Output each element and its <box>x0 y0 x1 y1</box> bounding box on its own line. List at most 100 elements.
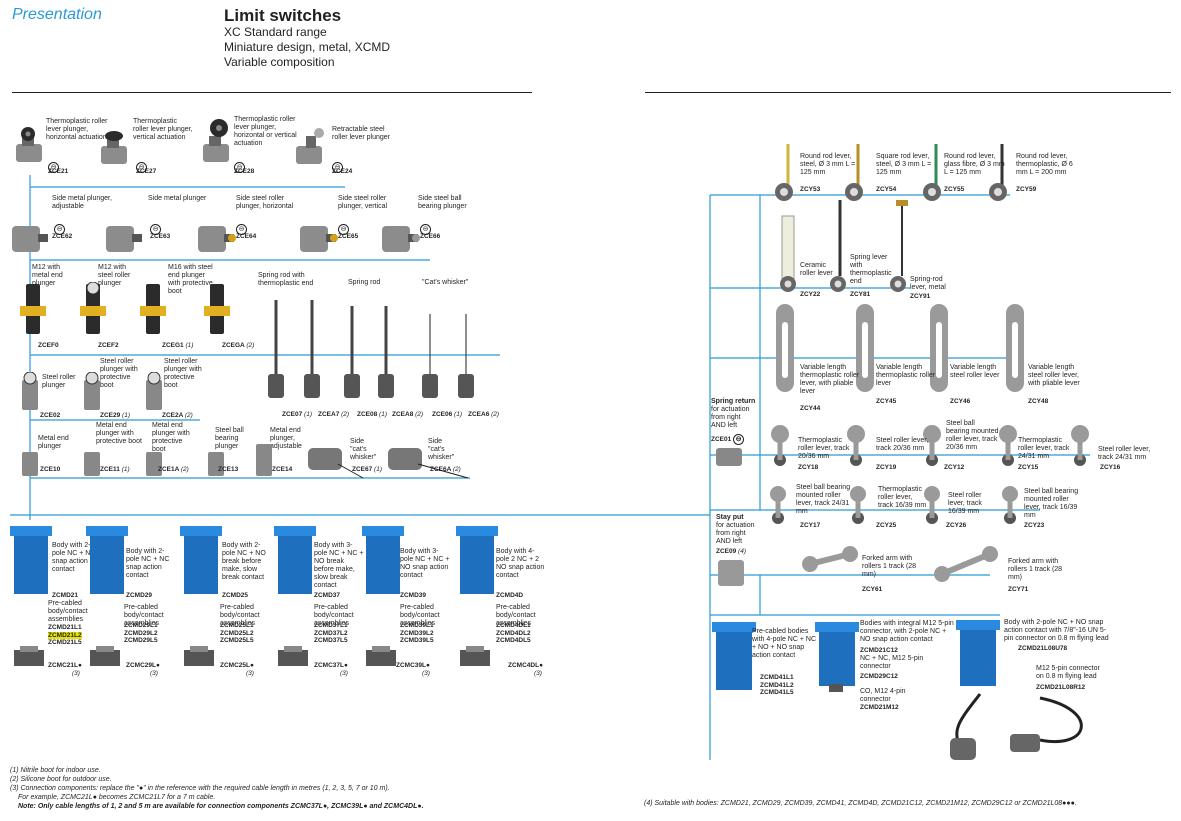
arrow-icon: ⊖ <box>48 156 59 174</box>
lever-zcy45-ref: ZCY45 <box>876 398 897 405</box>
head-zce11-ref: ZCE11 (1) <box>100 466 130 473</box>
spring-label-2: Spring rod <box>348 279 381 286</box>
head-zce64-label: Side steel roller plunger, horizontal <box>236 195 294 210</box>
lever-zcy19-ref: ZCY19 <box>876 464 897 471</box>
body-zcmd4d: Body with 4-pole 2 NC + 2 NO snap action… <box>454 522 554 682</box>
pre-cabled-label: Pre-cabled body/contact assemblies <box>220 604 260 627</box>
spring-ref-zce08: ZCE08 (1) <box>357 411 387 418</box>
spring-return-title: Spring return <box>711 398 756 405</box>
head-zce14-label: Metal end plunger, adjustable <box>270 427 302 450</box>
lever-zcy55-ref: ZCY55 <box>944 186 965 193</box>
arrow-icon: ⊖ <box>332 156 343 174</box>
right-body-zcmd21m12-ref: ZCMD21M12 <box>860 704 899 711</box>
body-ref: ZCMD37 <box>314 592 341 599</box>
lever-zcy15-ref: ZCY15 <box>1018 464 1039 471</box>
connector-note: (3) <box>246 670 254 677</box>
pre-cabled-label: Pre-cabled body/contact assemblies <box>124 604 164 627</box>
levers-top-images <box>775 144 1007 201</box>
footnote-3-example: For example, ZCMC21L● becomes ZCMC21L7 f… <box>18 794 216 801</box>
pre-cabled-label: Pre-cabled body/contact assemblies <box>48 600 88 623</box>
connector-note: (3) <box>422 670 430 677</box>
head-zce63-ref: ZCE63 <box>150 233 171 240</box>
arrow-icon: ⊖ <box>236 218 247 236</box>
spring-return-image <box>716 448 742 466</box>
right-body-zcmd29c12-desc: NC + NC, M12 5-pin connector <box>860 655 924 670</box>
spring-label-1: Spring rod with thermoplastic end <box>258 272 314 287</box>
lever-zcy16-label: Steel roller lever, track 24/31 mm <box>1098 446 1151 461</box>
right-body-zcmd21l08u78-ref: ZCMD21L08U78 <box>1018 645 1068 652</box>
forked-zcy61-ref: ZCY61 <box>862 586 883 593</box>
head-zcef2-ref: ZCEF2 <box>98 342 119 349</box>
head-zce6a-ref: ZCE6A (2) <box>430 466 461 473</box>
lever-zcy12-label: Steel ball bearing mounted roller lever,… <box>946 420 999 451</box>
lever-zcy59-ref: ZCY59 <box>1016 186 1037 193</box>
arrow-icon: ⊖ <box>420 218 431 236</box>
connector-image <box>14 646 44 666</box>
body-zcmd21: Body with 2-pole NC + NO snap action con… <box>8 522 100 682</box>
body-image <box>456 526 498 594</box>
body-zcmd25: Body with 2-pole NC + NO break before ma… <box>178 522 270 682</box>
head-zce66-label: Side steel ball bearing plunger <box>418 195 467 210</box>
head-zce64-ref: ZCE64 <box>236 233 257 240</box>
head-zce27-image <box>101 131 127 164</box>
lever-zcy46-label: Variable length steel roller lever <box>950 364 1000 379</box>
head-zce1a-label: Metal end plunger with protective boot <box>152 422 190 453</box>
stay-put-desc: for actuation from right AND left <box>716 522 755 545</box>
lever-zcy16-ref: ZCY16 <box>1100 464 1121 471</box>
head-zce21-label: Thermoplastic roller lever plunger, hori… <box>46 118 108 141</box>
head-zce21-image <box>16 127 42 162</box>
head-zce21-ref: ZCE21 <box>48 168 69 175</box>
subtitle-design: Miniature design, metal, XCMD <box>224 40 391 54</box>
head-zce11-label: Metal end plunger with protective boot <box>96 422 142 445</box>
lever-zcy12-ref: ZCY12 <box>944 464 965 471</box>
lever-zcy25-ref: ZCY25 <box>876 522 897 529</box>
lever-zcy53-ref: ZCY53 <box>800 186 821 193</box>
spring-ref-zcea7: ZCEA7 (2) <box>318 411 350 418</box>
right-body-zcmd21l08-image <box>956 620 1000 686</box>
right-body-zcmd21c12-image <box>815 622 859 692</box>
lever-zcy55-label: Round rod lever, glass fibre, Ø 3 mm L =… <box>944 153 1005 176</box>
body-desc: Body with 3-pole NC + NC + NO snap actio… <box>400 548 450 579</box>
lever-zcy46-ref: ZCY46 <box>950 398 971 405</box>
stay-put-image <box>718 560 744 586</box>
stay-put-title: Stay put <box>716 514 744 521</box>
head-zce67-ref: ZCE67 (1) <box>352 466 382 473</box>
forked-arms-images <box>802 546 998 582</box>
connector-note: (3) <box>340 670 348 677</box>
forked-zcy61-label: Forked arm with rollers 1 track (28 mm) <box>862 555 917 578</box>
connector-image <box>366 646 396 666</box>
head-zce24-ref: ZCE24 <box>332 168 353 175</box>
body-image <box>274 526 316 594</box>
lever-zcy26-ref: ZCY26 <box>946 522 967 529</box>
lever-zcy44-ref: ZCY44 <box>800 405 821 412</box>
stay-put-ref: ZCE09 (4) <box>716 548 746 555</box>
connector-ref: ZCMC21L● <box>48 662 82 669</box>
head-zceg1-label: M16 with steel end plunger with protecti… <box>168 264 213 295</box>
header-rule-left <box>12 92 532 93</box>
subtitle-range: XC Standard range <box>224 25 327 39</box>
lever-zcy91-ref: ZCY91 <box>910 293 931 300</box>
forked-zcy71-ref: ZCY71 <box>1008 586 1029 593</box>
right-body-zcmd41-image <box>712 622 756 690</box>
head-zce28-ref: ZCE28 <box>234 168 255 175</box>
body-zcmd37: Body with 3-pole NC + NC + NO break befo… <box>272 522 364 682</box>
flying-lead-cables-image <box>950 693 1083 760</box>
body-image <box>10 526 52 594</box>
head-zce27-ref: ZCE27 <box>136 168 157 175</box>
footnotes-left: (1) Nitrile boot for indoor use. (2) Sil… <box>10 766 570 811</box>
levers-row2-images <box>770 486 1018 524</box>
head-zceg1-ref: ZCEG1 (1) <box>162 342 194 349</box>
head-zce27-label: Thermoplastic roller lever plunger, vert… <box>133 118 193 141</box>
head-zce1a-ref: ZCE1A (2) <box>158 466 189 473</box>
connector-note: (3) <box>72 670 80 677</box>
lever-zcy23-ref: ZCY23 <box>1024 522 1045 529</box>
arrow-icon: ⊖ <box>150 218 161 236</box>
lever-zcy54-label: Square rod lever, steel, Ø 3 mm L = 125 … <box>876 153 932 176</box>
forked-zcy71-label: Forked arm with rollers 1 track (28 mm) <box>1008 558 1063 581</box>
spring-ref-zce06: ZCE06 (1) <box>432 411 462 418</box>
head-zce28-label: Thermoplastic roller lever plunger, hori… <box>234 116 297 147</box>
connector-note: (3) <box>534 670 542 677</box>
lever-zcy18-label: Thermoplastic roller lever, track 20/36 … <box>798 437 850 460</box>
